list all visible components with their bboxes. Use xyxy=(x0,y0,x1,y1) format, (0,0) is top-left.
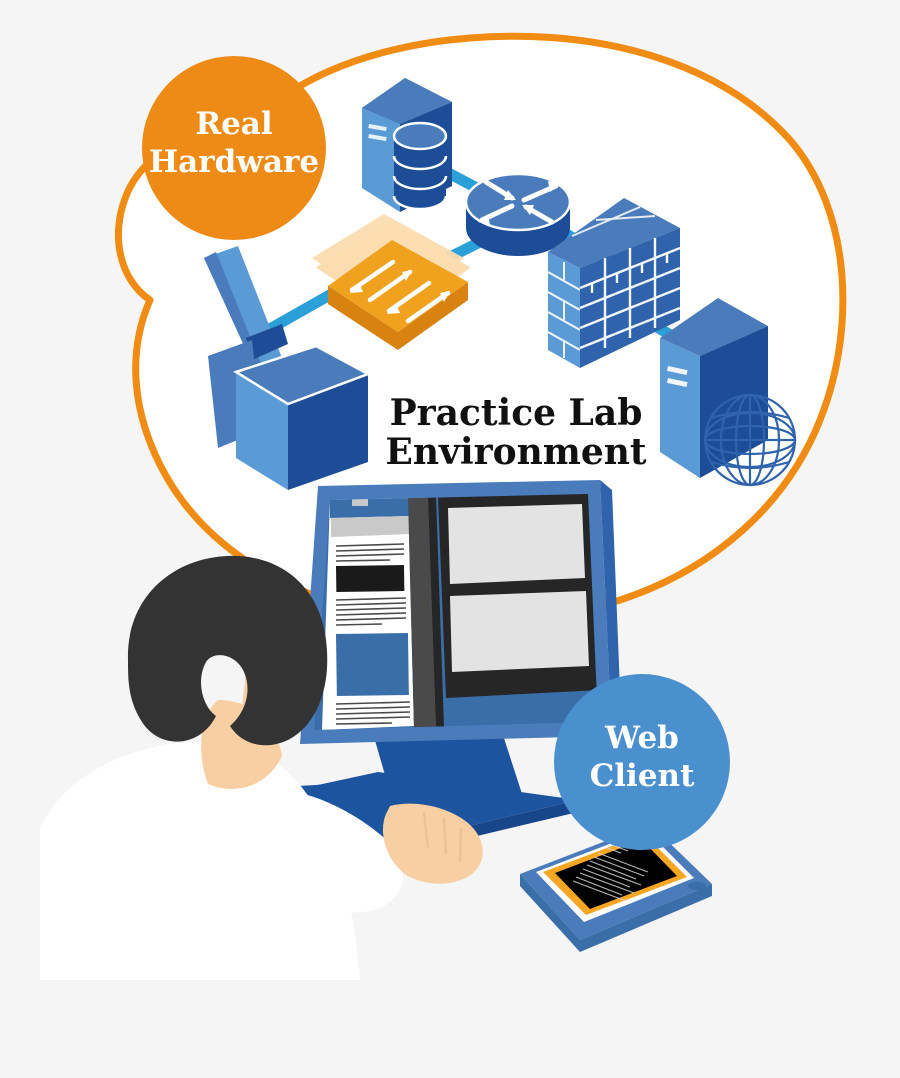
screen-document-panel[interactable] xyxy=(322,497,414,730)
doc-black-block xyxy=(336,565,405,592)
database-cylinder xyxy=(392,121,448,211)
badge-web-client: Web Client xyxy=(554,674,730,850)
device-switch xyxy=(312,214,471,350)
badge-real-hardware: Real Hardware xyxy=(142,56,326,240)
page-title-line2: Environment xyxy=(385,431,647,473)
tablet-device[interactable] xyxy=(520,824,712,952)
doc-text-lines-2 xyxy=(335,597,407,626)
web-client-label-line1: Web xyxy=(604,720,679,756)
screen-window-panel[interactable] xyxy=(438,492,600,698)
monitor-bezel-side xyxy=(600,480,622,740)
tablet-home-button[interactable] xyxy=(688,882,706,890)
real-hardware-label-line2: Hardware xyxy=(149,144,319,180)
doc-text-lines-1 xyxy=(335,543,405,562)
tablet-edge-left xyxy=(520,874,580,952)
device-workstation xyxy=(204,246,372,490)
person-hand xyxy=(382,803,483,884)
person-sleeve xyxy=(250,789,404,913)
tablet-screen[interactable] xyxy=(555,840,677,909)
doc-image-block xyxy=(336,632,409,696)
window-pane-2[interactable] xyxy=(450,591,589,672)
device-firewall xyxy=(547,198,681,368)
brick-lines xyxy=(579,238,681,350)
device-server-database xyxy=(362,78,452,212)
page-title-line1: Practice Lab xyxy=(390,392,643,434)
router-arrows xyxy=(478,179,560,225)
screen-divider xyxy=(408,497,436,730)
tablet-terminal-text xyxy=(572,844,649,902)
globe-wireframe xyxy=(703,393,797,487)
real-hardware-label-line1: Real xyxy=(195,106,272,142)
person-at-computer xyxy=(40,555,483,980)
real-hardware-circle xyxy=(142,56,326,240)
monitor-neck xyxy=(372,726,524,806)
monitor-screen[interactable] xyxy=(314,492,600,730)
monitor-base-edge2 xyxy=(452,800,578,842)
web-client-label-line2: Client xyxy=(590,758,695,794)
person-hair xyxy=(127,555,328,746)
switch-arrows xyxy=(349,259,451,324)
doc-text-lines-3 xyxy=(335,701,411,725)
window-pane-1[interactable] xyxy=(448,504,585,584)
device-server-globe xyxy=(660,298,797,487)
tablet-edge-right xyxy=(580,884,712,952)
screen-divider-dark xyxy=(428,496,444,728)
web-client-circle xyxy=(554,674,730,850)
device-router xyxy=(464,172,572,256)
